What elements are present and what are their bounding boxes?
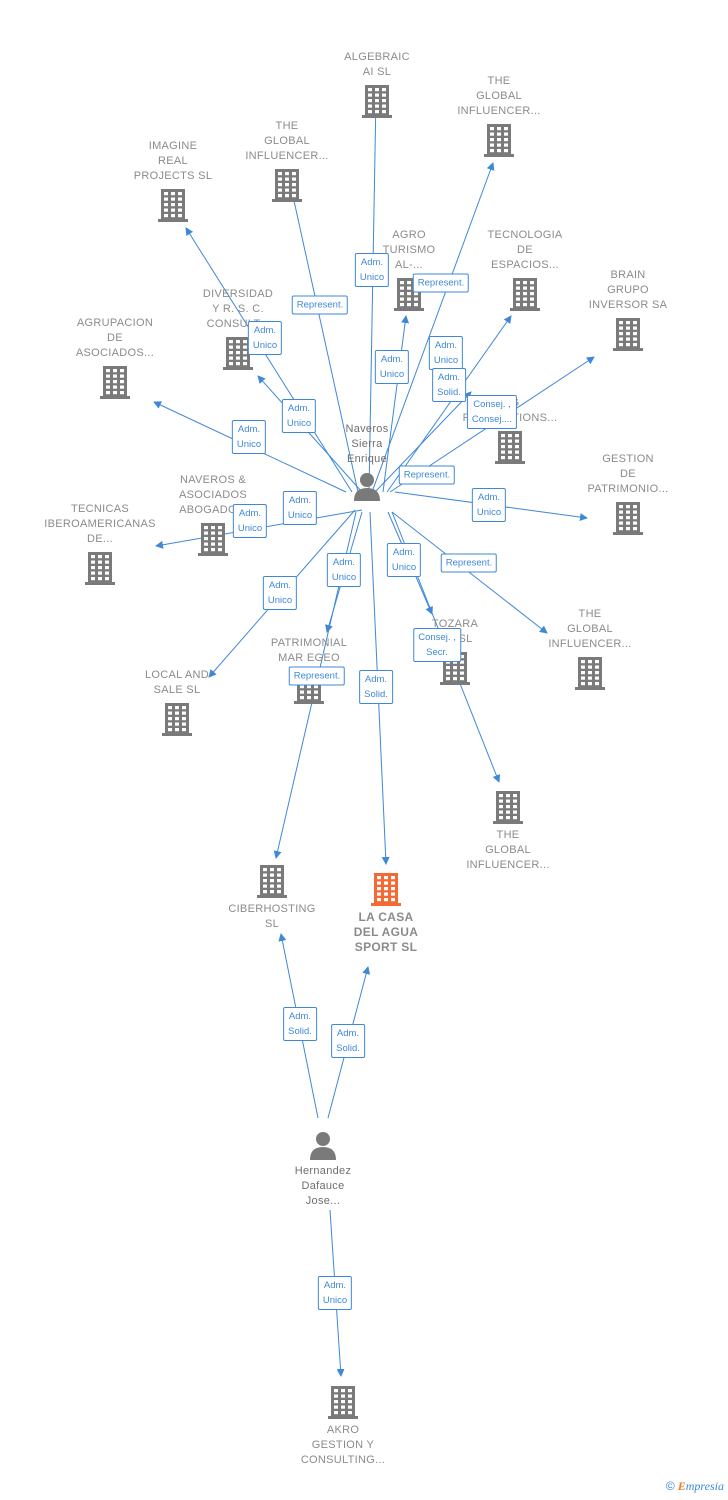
- node-label: NAVEROS & ASOCIADOS ABOGADO...: [178, 474, 248, 516]
- building-icon: [443, 790, 573, 824]
- node-label: THE GLOBAL INFLUENCER...: [548, 608, 632, 650]
- company-node-local[interactable]: LOCAL AND SALE SL: [112, 668, 242, 736]
- building-icon: [445, 430, 575, 464]
- building-icon: [35, 551, 165, 585]
- company-node-akro[interactable]: AKRO GESTION Y CONSULTING...: [278, 1385, 408, 1468]
- relation-badge[interactable]: Adm. Unico: [282, 491, 318, 525]
- company-node-global4[interactable]: THE GLOBAL INFLUENCER...: [443, 790, 573, 873]
- node-label: AGRO TURISMO AL-...: [382, 229, 436, 271]
- building-icon: [460, 277, 590, 311]
- company-node-naveros_asoc[interactable]: NAVEROS & ASOCIADOS ABOGADO...: [148, 473, 278, 556]
- company-node-tecnologia[interactable]: TECNOLOGIA DE ESPACIOS...: [460, 228, 590, 311]
- copyright-symbol: ©: [665, 1479, 675, 1493]
- relation-badge[interactable]: Represent.: [412, 273, 470, 293]
- building-icon: [321, 872, 451, 906]
- person-node-hernandez[interactable]: Hernandez Dafauce Jose...: [258, 1130, 388, 1209]
- company-node-agrupacion[interactable]: AGRUPACION DE ASOCIADOS...: [50, 316, 180, 399]
- company-node-global1[interactable]: THE GLOBAL INFLUENCER...: [434, 74, 564, 157]
- relation-edge: [391, 511, 548, 634]
- relation-badge[interactable]: Adm. Unico: [428, 336, 464, 370]
- building-icon: [207, 864, 337, 898]
- node-label: DIVERSIDAD Y R. S. C. CONSULT...: [202, 288, 274, 330]
- relation-badge[interactable]: Adm. Unico: [354, 253, 390, 287]
- company-node-tecnicas[interactable]: TECNICAS IBEROAMERICANAS DE...: [35, 502, 165, 585]
- relation-badge[interactable]: Adm. Unico: [386, 543, 422, 577]
- building-icon: [312, 84, 442, 118]
- relation-badge[interactable]: Consej. , Secr.: [413, 628, 461, 662]
- node-label: BRAIN GRUPO INVERSOR SA: [588, 269, 668, 311]
- relation-edge: [386, 315, 512, 493]
- node-label: Naveros Sierra Enrique: [345, 423, 389, 465]
- relation-edge: [374, 391, 472, 493]
- relation-badge[interactable]: Adm. Solid.: [359, 670, 393, 704]
- building-icon: [563, 317, 693, 351]
- company-node-imagine[interactable]: IMAGINE REAL PROJECTS SL: [108, 139, 238, 222]
- relation-badge[interactable]: Adm. Unico: [262, 576, 298, 610]
- node-label: AGRUPACION DE ASOCIADOS...: [75, 317, 155, 359]
- relation-badge[interactable]: Adm. Solid.: [331, 1024, 365, 1058]
- company-node-brain[interactable]: BRAIN GRUPO INVERSOR SA: [563, 268, 693, 351]
- relation-edge: [382, 315, 410, 493]
- relation-edge: [257, 375, 363, 493]
- relation-badge[interactable]: Represent.: [288, 666, 346, 686]
- company-node-gestion[interactable]: GESTION DE PATRIMONIO...: [563, 452, 693, 535]
- node-label: THE GLOBAL INFLUENCER...: [466, 829, 550, 871]
- building-icon: [434, 123, 564, 157]
- relation-badge[interactable]: Adm. Unico: [326, 553, 362, 587]
- empresia-footer[interactable]: ©Empresia: [666, 1479, 724, 1494]
- building-icon: [148, 522, 278, 556]
- building-icon: [278, 1385, 408, 1419]
- node-label: LOCAL AND SALE SL: [144, 669, 210, 696]
- node-label: GESTION DE PATRIMONIO...: [587, 453, 669, 495]
- company-node-global2[interactable]: THE GLOBAL INFLUENCER...: [222, 119, 352, 202]
- node-label: PATRIMONIAL MAR EGEO: [270, 637, 348, 664]
- company-node-lacasa[interactable]: LA CASA DEL AGUA SPORT SL: [321, 872, 451, 955]
- node-label: AKRO GESTION Y CONSULTING...: [300, 1424, 386, 1466]
- node-label: TECNICAS IBEROAMERICANAS DE...: [44, 503, 156, 545]
- relation-badge[interactable]: Adm. Unico: [317, 1276, 353, 1310]
- relation-badge[interactable]: Adm. Unico: [374, 350, 410, 384]
- relation-badge[interactable]: Adm. Unico: [471, 488, 507, 522]
- building-icon: [112, 702, 242, 736]
- node-label: TECNOLOGIA DE ESPACIOS...: [487, 229, 563, 271]
- person-icon: [302, 471, 432, 501]
- node-label: LA CASA DEL AGUA SPORT SL: [353, 910, 419, 954]
- node-label: THE GLOBAL INFLUENCER...: [457, 75, 541, 117]
- company-node-diversidad[interactable]: DIVERSIDAD Y R. S. C. CONSULT...: [173, 287, 303, 370]
- relation-edge: [368, 95, 380, 493]
- person-node-naveros[interactable]: Naveros Sierra Enrique: [302, 422, 432, 501]
- relation-badge[interactable]: Adm. Unico: [232, 504, 268, 538]
- brand-name: mpresia: [685, 1479, 724, 1493]
- relation-edge: [371, 162, 495, 493]
- relation-badge[interactable]: Adm. Solid.: [283, 1007, 317, 1041]
- node-label: Hernandez Dafauce Jose...: [294, 1165, 352, 1207]
- building-icon: [525, 656, 655, 690]
- building-icon: [50, 365, 180, 399]
- relation-badge[interactable]: Represent.: [440, 553, 498, 573]
- node-label: IMAGINE REAL PROJECTS SL: [133, 140, 213, 182]
- node-label: ALGEBRAIC AI SL: [344, 51, 410, 78]
- building-icon: [108, 188, 238, 222]
- brand-initial: E: [677, 1479, 686, 1493]
- relation-edge: [286, 177, 359, 493]
- building-icon: [563, 501, 693, 535]
- company-node-global3[interactable]: THE GLOBAL INFLUENCER...: [525, 607, 655, 690]
- relation-badge[interactable]: Represent.: [398, 465, 456, 485]
- relation-badge[interactable]: Consej. , Consej....: [466, 395, 518, 429]
- relation-edge: [185, 227, 353, 493]
- node-label: CIBERHOSTING SL: [228, 903, 316, 930]
- building-icon: [222, 168, 352, 202]
- relation-badge[interactable]: Adm. Unico: [231, 420, 267, 454]
- company-node-ciberhosting[interactable]: CIBERHOSTING SL: [207, 864, 337, 932]
- relation-badge[interactable]: Adm. Solid.: [432, 368, 466, 402]
- relation-badge[interactable]: Represent.: [291, 295, 349, 315]
- company-node-algebraic[interactable]: ALGEBRAIC AI SL: [312, 50, 442, 118]
- relation-badge[interactable]: Adm. Unico: [247, 321, 283, 355]
- node-label: THE GLOBAL INFLUENCER...: [245, 120, 329, 162]
- relation-badge[interactable]: Adm. Unico: [281, 399, 317, 433]
- person-icon: [258, 1130, 388, 1160]
- building-icon: [173, 336, 303, 370]
